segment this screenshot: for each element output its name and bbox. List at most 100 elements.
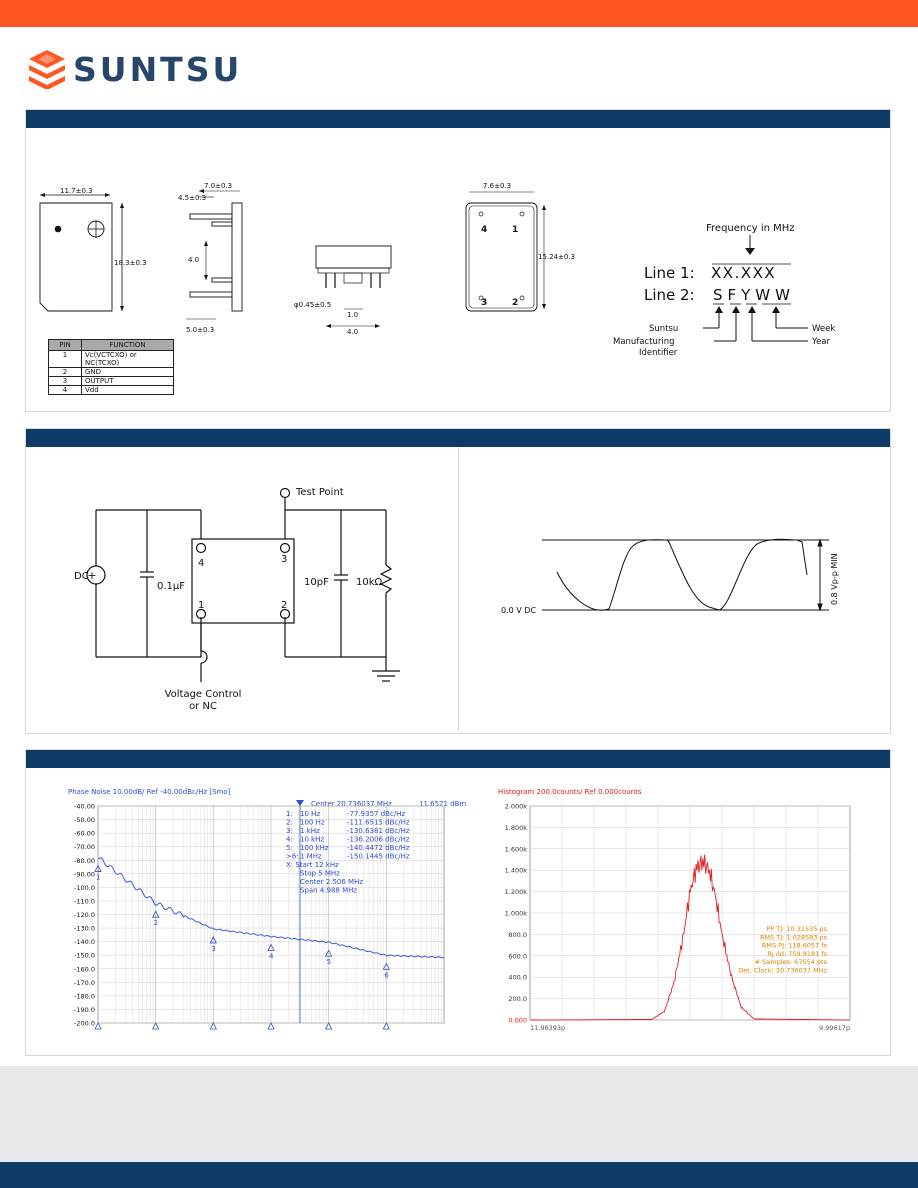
pn-marker-point — [382, 962, 390, 970]
pn-axis-marker — [152, 1022, 160, 1030]
pn-axis-marker — [325, 1022, 333, 1030]
histogram-x-right: 9.99617p — [819, 1024, 850, 1032]
side-lead-dim: 4.5±0.3 — [178, 194, 206, 202]
pn-span-info: X: Start 12 kHz — [286, 861, 339, 869]
pn-axis-marker — [209, 1022, 217, 1030]
mfg-label-2: Identifier — [639, 348, 678, 358]
pn-y-tick: -100.0 — [74, 884, 95, 892]
phase-noise-chart: Phase Noise 10.00dB/ Ref -40.00dBc/Hz [S… — [68, 788, 466, 1030]
function-cell: GND — [81, 367, 174, 377]
phase-noise-ref: 11.6521 dBm — [419, 800, 466, 808]
pin-col-header: PIN — [48, 339, 82, 351]
table-row: 4 Vdd — [48, 385, 174, 395]
suntsu-logo-icon — [29, 50, 65, 90]
hist-series-line — [530, 854, 850, 1021]
pn-span-info: Stop 5 MHz — [300, 870, 340, 878]
histogram-header: Histogram 200.0counts/ Ref 0.000counts — [498, 788, 642, 796]
function-col-header: FUNCTION — [81, 339, 174, 351]
performance-header-bar — [26, 750, 890, 768]
line2-value: SFYWW — [713, 286, 795, 304]
bottom-height-dim: 15.24±0.3 — [538, 253, 575, 261]
hist-y-tick: 0.000 — [508, 1017, 527, 1025]
pn-y-tick: -80.00 — [74, 857, 95, 865]
bottom-pin-4: 4 — [481, 225, 487, 235]
front-lead-dim: φ0.45±0.5 — [294, 301, 331, 309]
pn-y-tick: -40.00 — [74, 803, 95, 811]
cap1-label: 0.1µF — [157, 581, 185, 592]
table-row: 2 GND — [48, 367, 174, 377]
bottom-pin-2: 2 — [512, 298, 518, 308]
pn-marker-offset: 1 MHz — [300, 853, 322, 861]
pn-y-tick: -60.00 — [74, 830, 95, 838]
top-height-dim: 18.3±0.3 — [114, 259, 147, 267]
pn-marker-value: -140.4472 dBc/Hz — [347, 844, 410, 852]
hist-y-tick: 800.0 — [508, 931, 527, 939]
pn-y-tick: -200.0 — [74, 1020, 95, 1028]
pn-span-info: Span 4.988 MHz — [300, 887, 357, 895]
hist-stat: RMS PJ: 118.6057 fs — [762, 942, 828, 950]
pn-axis-marker — [267, 1022, 275, 1030]
pn-y-tick: -140.0 — [74, 938, 95, 946]
output-waveform-diagram: 0.0 V DC 0.8 Vp-p MIN — [501, 538, 839, 615]
pn-marker-value: -77.9357 dBc/Hz — [347, 810, 405, 818]
pn-y-tick: -180.0 — [74, 992, 95, 1000]
pn-marker-offset: 100 kHz — [300, 844, 329, 852]
hist-y-tick: 1.600k — [505, 845, 528, 853]
pin-cell: 2 — [48, 367, 82, 377]
hist-y-tick: 1.000k — [505, 910, 528, 918]
pn-marker-offset: 10 Hz — [300, 810, 320, 818]
pin-table-header: PIN FUNCTION — [48, 339, 174, 351]
mfg-label-1: Manufacturing — [613, 337, 675, 347]
pin-cell: 1 — [48, 350, 82, 368]
cap2-label: 10pF — [304, 577, 329, 588]
bottom-width-dim: 7.6±0.3 — [483, 182, 511, 190]
pin1-dot — [54, 225, 62, 233]
footer-background — [0, 1066, 918, 1162]
pn-marker-offset: 1 kHz — [300, 827, 320, 835]
side-width-dim: 7.0±0.3 — [204, 182, 232, 190]
pn-span-info: Center 2.506 MHz — [300, 878, 363, 886]
resistor-label: 10kΩ — [356, 577, 383, 588]
panel-divider — [458, 447, 459, 731]
bottom-pin-1: 1 — [512, 225, 518, 235]
test-circuit-panel: + Test Point DC 0.1µF 10pF 10kΩ 4 3 1 2 … — [25, 428, 891, 734]
dimensions-panel: 11.7±0.3 18.3±0.3 7.0±0.3 4.5±0.3 4 — [25, 109, 891, 412]
hist-y-tick: 600.0 — [508, 952, 527, 960]
hist-stat: PP TJ: 10.31535 ps — [766, 925, 827, 933]
hist-stat: Det. Clock: 20.736037 MHz — [738, 967, 827, 975]
pn-marker-offset: 100 Hz — [300, 819, 325, 827]
pn-marker-label: 5 — [327, 958, 331, 966]
pn-marker-id: 3: — [286, 827, 293, 835]
dimensions-header-bar — [26, 110, 890, 128]
chip-pin-1: 1 — [198, 600, 204, 611]
chip-pin-4: 4 — [198, 558, 204, 569]
side-bottom-dim: 5.0±0.3 — [186, 326, 214, 334]
side-pitch-dim: 4.0 — [188, 256, 199, 264]
pn-y-tick: -90.00 — [74, 870, 95, 878]
pn-marker-value: -150.1445 dBc/Hz — [347, 853, 410, 861]
pn-axis-marker — [382, 1022, 390, 1030]
function-text-2: NC(TCXO) — [85, 359, 120, 367]
pn-start-marker — [296, 800, 304, 806]
week-label: Week — [812, 324, 835, 334]
hist-y-tick: 1.800k — [505, 824, 528, 832]
phase-noise-header: Phase Noise 10.00dB/ Ref -40.00dBc/Hz [S… — [68, 788, 231, 796]
svg-text:+: + — [87, 569, 96, 582]
top-accent-bar — [0, 0, 918, 27]
pn-marker-id: 2: — [286, 819, 293, 827]
hist-stat: RMS TJ: 1.028583 ps — [760, 933, 828, 941]
or-nc-label: or NC — [189, 701, 217, 712]
pn-marker-value: -111.6515 dBc/Hz — [347, 819, 410, 827]
hist-y-tick: 200.0 — [508, 995, 527, 1003]
chip-pin-2: 2 — [281, 600, 287, 611]
footer-bar — [0, 1162, 918, 1188]
pin-cell: 3 — [48, 376, 82, 386]
suntsu-mark-label: Suntsu — [649, 324, 678, 334]
frequency-label: Frequency in MHz — [706, 223, 795, 234]
test-circuit-header-bar — [26, 429, 890, 447]
test-circuit-diagram: + Test Point DC 0.1µF 10pF 10kΩ 4 3 1 2 … — [74, 487, 400, 712]
pn-marker-label: 1 — [96, 873, 100, 881]
pn-series-line — [97, 857, 445, 959]
front-gap-dim: 1.0 — [347, 311, 358, 319]
suntsu-logo: SUNTSU — [27, 49, 267, 90]
